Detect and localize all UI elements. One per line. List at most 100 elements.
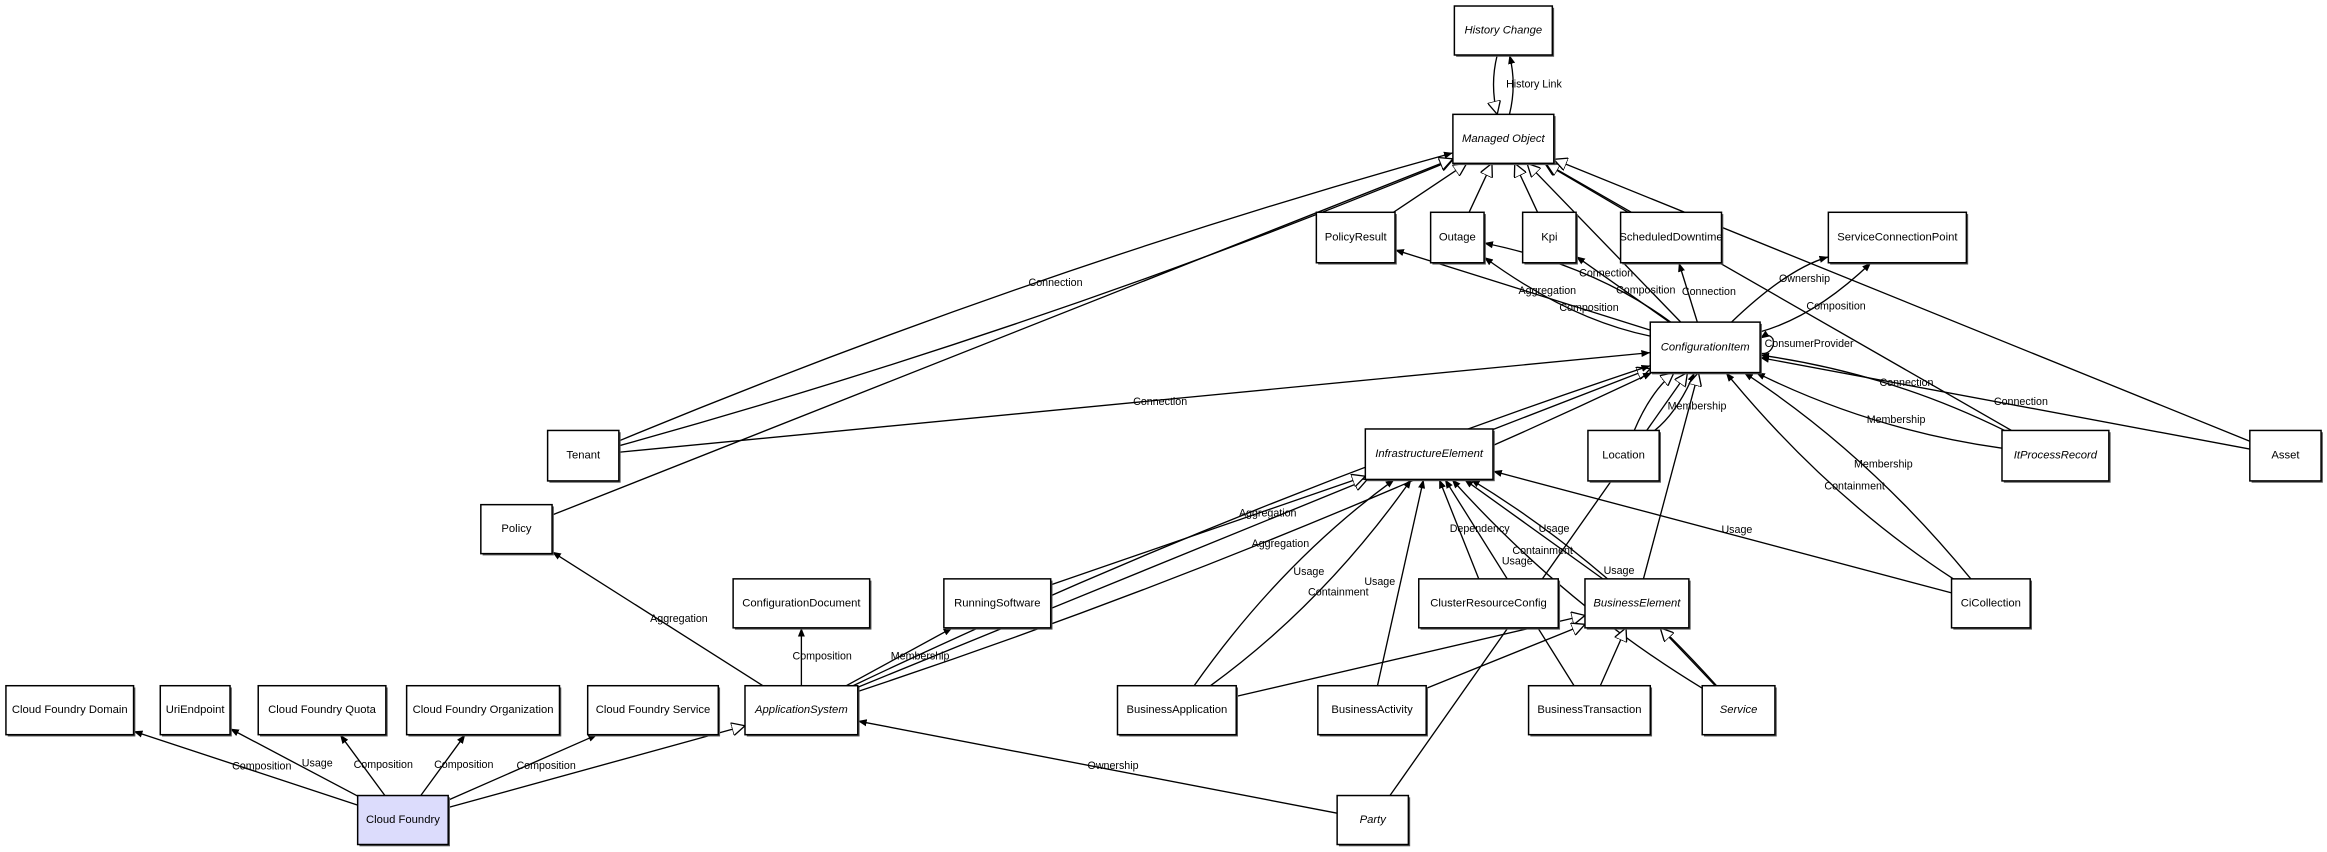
edge-composition (339, 734, 386, 796)
class-node-cf-quota[interactable]: Cloud Foundry Quota (257, 684, 388, 737)
edge-label: Usage (1539, 523, 1570, 535)
class-node-infrastructure-element[interactable]: InfrastructureElement (1364, 428, 1495, 482)
edge-ownership (857, 719, 1338, 814)
edge-label: Usage (1721, 524, 1752, 536)
class-node-tenant[interactable]: Tenant (546, 429, 621, 483)
class-node-configuration-item[interactable]: ConfigurationItem (1649, 321, 1762, 375)
node-label: Tenant (566, 450, 601, 462)
edge-label: Aggregation (650, 613, 708, 625)
class-node-location[interactable]: Location (1587, 429, 1661, 483)
edge-generalization (1527, 163, 1682, 323)
edge-line (1759, 355, 2250, 450)
class-node-asset[interactable]: Asset (2249, 429, 2323, 483)
node-label: BusinessTransaction (1537, 704, 1641, 716)
node-box (1336, 794, 1410, 846)
edge-line (1492, 369, 1650, 431)
node-box (1527, 684, 1652, 736)
edge-generalization (857, 479, 1367, 688)
class-node-uri-endpoint[interactable]: UriEndpoint (159, 684, 232, 737)
node-box (1521, 211, 1577, 264)
class-node-service[interactable]: Service (1701, 684, 1777, 737)
class-node-ci-collection[interactable]: CiCollection (1950, 578, 2032, 630)
edge-label: Ownership (1088, 760, 1139, 772)
edge-label: History Link (1506, 78, 1562, 90)
node-box (1649, 321, 1761, 374)
edge-label: Usage (1604, 565, 1635, 577)
edge-label: Connection (1133, 396, 1187, 408)
edge-generalization (1468, 163, 1492, 213)
edge-line (1508, 54, 1516, 115)
edge-label: Connection (1994, 396, 2048, 408)
class-node-business-activity[interactable]: BusinessActivity (1317, 684, 1428, 737)
edge-line (551, 159, 1453, 516)
node-label: Policy (501, 523, 531, 535)
class-node-configuration-document[interactable]: ConfigurationDocument (732, 578, 872, 630)
edge-label: Containment (1512, 545, 1573, 557)
class-node-cluster-resource-config[interactable]: ClusterResourceConfig (1418, 578, 1561, 630)
edge-line (1575, 255, 1670, 323)
node-label: ConfigurationDocument (742, 597, 861, 609)
node-label: ServiceConnectionPoint (1837, 232, 1958, 244)
edge-label: Aggregation (1252, 538, 1310, 550)
node-box (1418, 578, 1560, 629)
class-node-it-process-record[interactable]: ItProcessRecord (2001, 429, 2111, 483)
edge-label: Usage (1364, 576, 1395, 588)
edge-line (1678, 262, 1698, 323)
node-label: Cloud Foundry (366, 814, 440, 826)
edge-composition (1575, 255, 1670, 323)
edge-line (1743, 372, 1972, 580)
class-node-history-change[interactable]: History Change (1453, 5, 1555, 57)
edge-line (1451, 478, 1703, 689)
class-node-outage[interactable]: Outage (1429, 211, 1486, 265)
edge-label: Membership (1854, 458, 1913, 470)
node-box (1619, 211, 1723, 264)
edge-label: Connection (1579, 268, 1633, 280)
class-node-policy[interactable]: Policy (480, 503, 554, 556)
node-box (2001, 429, 2110, 482)
edge-line (1494, 54, 1498, 114)
class-node-running-software[interactable]: RunningSoftware (943, 578, 1053, 630)
class-node-application-system[interactable]: ApplicationSystem (744, 684, 860, 737)
class-node-cf-service[interactable]: Cloud Foundry Service (586, 684, 721, 737)
class-node-scheduled-downtime[interactable]: ScheduledDowntime (1619, 211, 1724, 265)
edge-line (1492, 469, 1952, 594)
edge-ownership (1731, 255, 1829, 323)
class-node-managed-object[interactable]: Managed Object (1452, 113, 1556, 166)
class-node-service-connection-point[interactable]: ServiceConnectionPoint (1827, 211, 1969, 265)
class-node-business-application[interactable]: BusinessApplication (1116, 684, 1238, 737)
class-node-cloud-foundry[interactable]: Cloud Foundry (356, 794, 450, 847)
class-node-cf-domain[interactable]: Cloud Foundry Domain (5, 684, 136, 737)
node-label: ItProcessRecord (2014, 450, 2098, 462)
class-node-party[interactable]: Party (1336, 794, 1411, 847)
node-label: Kpi (1541, 232, 1557, 244)
edge-line (1515, 163, 1539, 213)
edge-line (1633, 373, 1674, 431)
edge-line (1554, 159, 2251, 442)
edge-line (133, 730, 358, 806)
class-node-business-element[interactable]: BusinessElement (1584, 578, 1691, 630)
edge-containment (1451, 478, 1703, 689)
node-box (744, 684, 859, 736)
edge-generalization (1642, 373, 1698, 580)
class-node-cf-organization[interactable]: Cloud Foundry Organization (405, 684, 562, 737)
edge-usage (1193, 478, 1395, 687)
edge-line (857, 479, 1367, 688)
class-node-kpi[interactable]: Kpi (1521, 211, 1578, 265)
edge-usage (1376, 479, 1426, 686)
node-box (5, 684, 135, 736)
edge-generalization (1545, 163, 1629, 213)
edge-line (1210, 479, 1412, 687)
class-node-policy-result[interactable]: PolicyResult (1315, 211, 1397, 265)
edge-connection (1759, 355, 2250, 450)
node-label: ApplicationSystem (754, 704, 848, 716)
edge-generalization (1546, 163, 2012, 432)
node-label: BusinessElement (1593, 597, 1681, 609)
class-node-business-transaction[interactable]: BusinessTransaction (1527, 684, 1653, 737)
edge-line (1050, 476, 1366, 586)
node-label: Asset (2271, 450, 2300, 462)
node-box (1453, 5, 1554, 56)
node-box (257, 684, 387, 736)
node-label: BusinessActivity (1331, 704, 1413, 716)
edge-aggregation (857, 371, 1653, 693)
